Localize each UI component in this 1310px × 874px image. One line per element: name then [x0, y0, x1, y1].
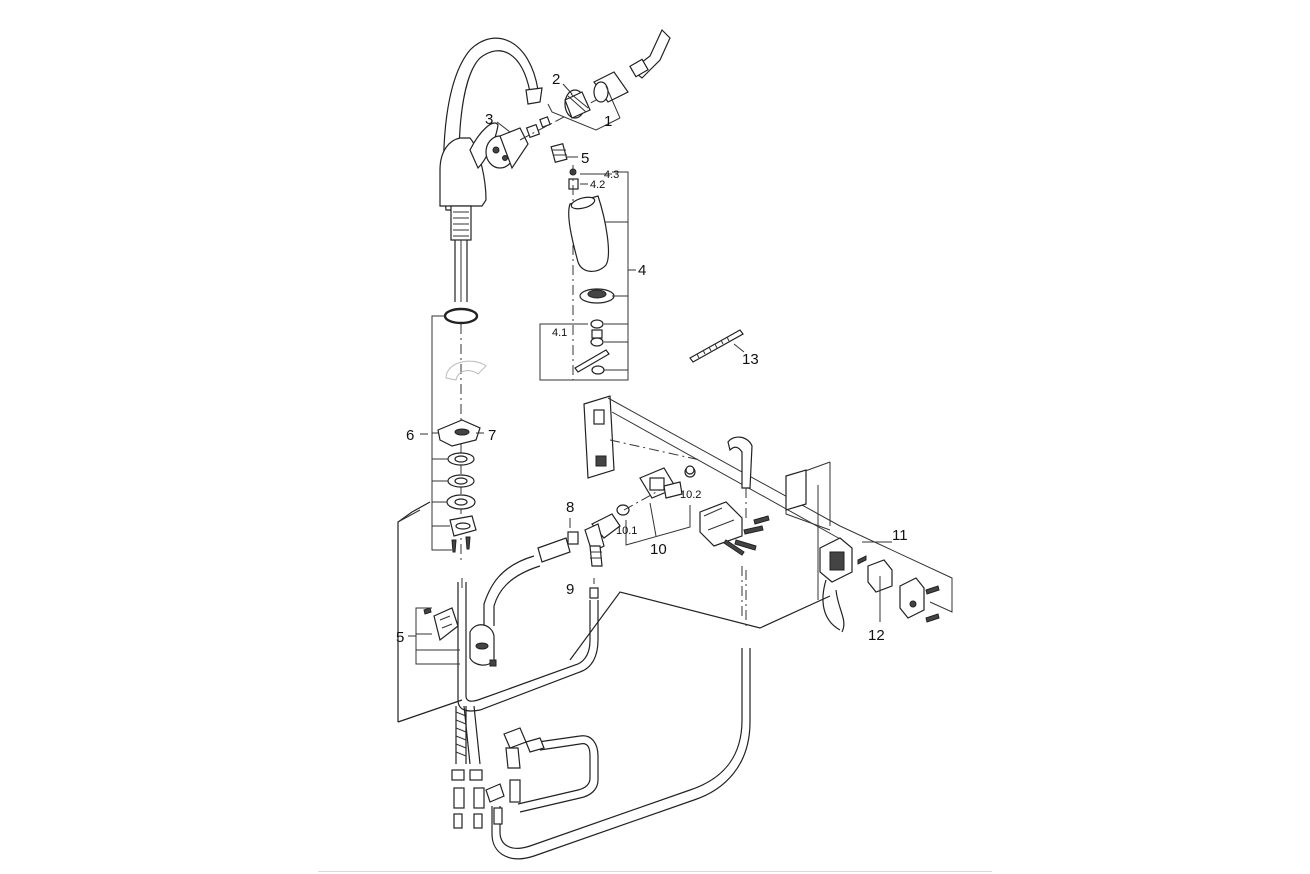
callout-6: 6: [406, 427, 414, 444]
callout-11: 11: [892, 527, 908, 544]
callout-2: 2: [552, 71, 560, 88]
callout-10-1: 10.1: [616, 525, 637, 537]
callout-4-2: 4.2: [590, 179, 605, 191]
callout-13: 13: [742, 351, 759, 368]
callout-10: 10: [650, 541, 667, 558]
callout-4-3: 4.3: [604, 169, 619, 181]
callout-7: 7: [488, 427, 496, 444]
mounting-stack: [431, 307, 487, 560]
callout-4-1: 4.1: [552, 327, 567, 339]
part-13-tool: [689, 329, 745, 363]
callout-12: 12: [868, 627, 885, 644]
spray-head-components: [485, 28, 671, 170]
callout-10-2: 10.2: [680, 489, 701, 501]
callout-5-top: 5: [581, 150, 589, 167]
callout-4: 4: [638, 262, 646, 279]
callout-8: 8: [566, 499, 574, 516]
callout-5-left: 5: [396, 629, 404, 646]
faucet-body: [439, 37, 543, 302]
callout-1: 1: [604, 113, 612, 130]
callout-leaders: [408, 83, 612, 637]
callout-3: 3: [485, 111, 493, 128]
callout-9: 9: [566, 581, 574, 598]
bottom-divider: [318, 871, 992, 872]
callout-labels: 1 2 3 5 4.3 4.2 4 4.1 13 6 7 8 9 10.2 10…: [396, 71, 908, 646]
spray-head-assembly: [539, 142, 636, 381]
connectors-8-9: [537, 489, 661, 599]
hoses: [397, 501, 831, 860]
control-box-assembly: [583, 395, 953, 633]
